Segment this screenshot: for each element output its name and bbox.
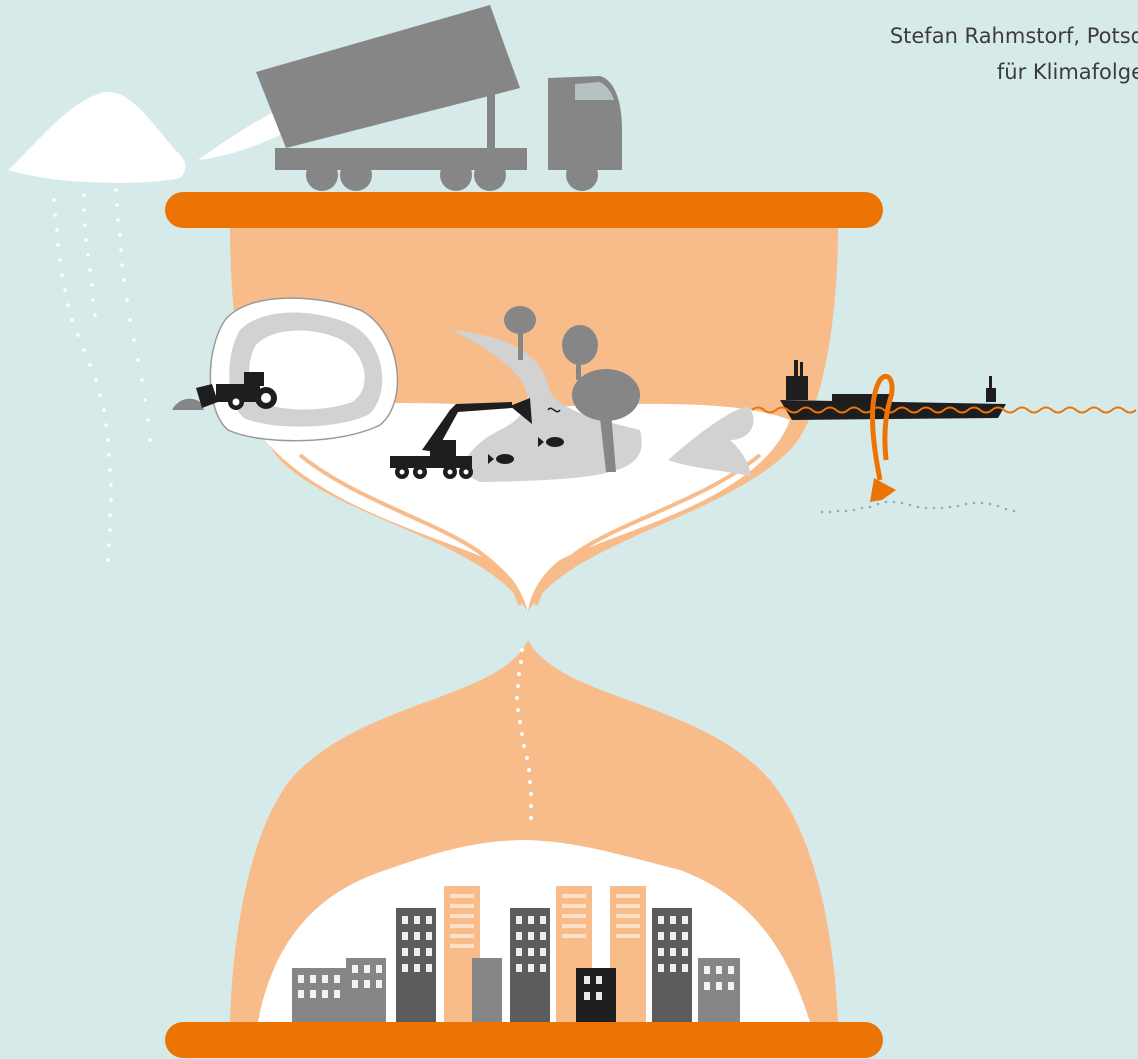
dump-truck-icon bbox=[198, 5, 622, 191]
river-bed bbox=[452, 330, 642, 482]
arrow-icon bbox=[869, 373, 896, 502]
wheel-loader-icon bbox=[172, 372, 277, 410]
credit-line-1: Stefan Rahmstorf, Potsd bbox=[889, 24, 1138, 48]
excavator-icon bbox=[390, 398, 532, 479]
wave-icon bbox=[547, 407, 561, 413]
falling-sand-dots bbox=[515, 648, 533, 820]
top-bar bbox=[165, 192, 883, 228]
city-buildings bbox=[292, 886, 740, 1022]
tree-icon bbox=[504, 306, 640, 472]
wave-icon bbox=[668, 406, 754, 476]
sand-pile-icon bbox=[8, 91, 186, 183]
bottom-bar bbox=[165, 1022, 883, 1058]
sand-stream-dots bbox=[52, 188, 152, 562]
credit-line-2: für Klimafolge bbox=[996, 60, 1138, 84]
fish-icon bbox=[488, 437, 564, 464]
wave-line bbox=[751, 406, 1137, 414]
hourglass-neck bbox=[298, 453, 522, 606]
credit-text: Stefan Rahmstorf, Potsd für Klimafolge bbox=[824, 18, 1138, 90]
quarry-pit-icon bbox=[209, 297, 399, 442]
dredging-ship-icon bbox=[780, 360, 1006, 420]
skyscraper-icon bbox=[472, 958, 502, 1022]
upper-sand bbox=[250, 403, 790, 612]
seabed-dots bbox=[820, 500, 1016, 514]
